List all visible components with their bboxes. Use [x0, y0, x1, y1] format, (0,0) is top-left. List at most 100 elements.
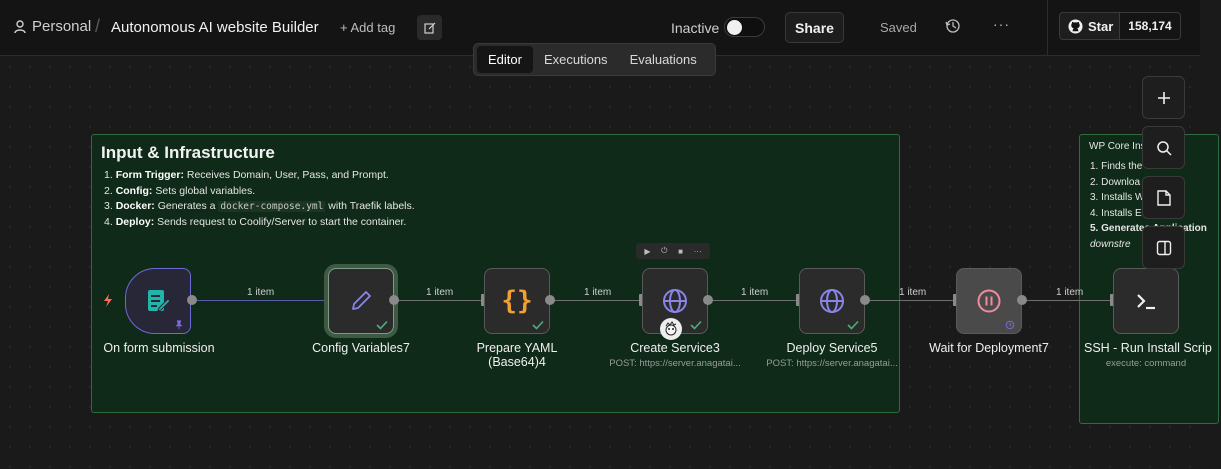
- github-icon: [1068, 18, 1083, 34]
- sticky-note-title: WP Core Ins n$$: [1089, 141, 1165, 152]
- connection-wire[interactable]: [870, 300, 955, 301]
- mascot-icon: [665, 321, 677, 336]
- success-check-icon: [376, 320, 388, 330]
- share-button[interactable]: Share: [785, 12, 844, 43]
- node-hover-toolbar: ▶ ⏻ ■ ···: [636, 243, 710, 259]
- tab-executions[interactable]: Executions: [543, 52, 608, 67]
- inline-code: docker-compose.yml: [218, 201, 326, 212]
- power-icon[interactable]: ⏻: [661, 246, 668, 255]
- sticky-note-item: 3. Docker: Generates a docker-compose.ym…: [104, 200, 415, 212]
- node-label: Deploy Service5: [786, 341, 878, 355]
- output-port[interactable]: [1017, 295, 1027, 305]
- trigger-lightning-icon: [104, 294, 112, 307]
- node-subtitle: POST: https://server.anagatai...: [609, 358, 741, 369]
- edit-icon: [423, 22, 435, 34]
- sticky-note-item: 1. Finds the Co: [1090, 161, 1158, 172]
- sticky-note-item: 4. Deploy: Sends request to Coolify/Serv…: [104, 215, 407, 228]
- edge-item-count: 1 item: [426, 287, 454, 298]
- add-node-button[interactable]: [1142, 76, 1185, 119]
- edge-item-count: 1 item: [899, 287, 927, 298]
- node-on-form-submission[interactable]: [125, 268, 191, 334]
- search-icon: [1156, 140, 1172, 156]
- node-wait-for-deployment[interactable]: [956, 268, 1022, 334]
- sticky-note-item: 1. Form Trigger: Receives Domain, User, …: [104, 169, 389, 181]
- node-subtitle: POST: https://server.anagatai...: [766, 358, 898, 369]
- output-port[interactable]: [389, 295, 399, 305]
- success-check-icon: [847, 320, 859, 330]
- sticky-note-item: 3. Installs W s Co: [1090, 192, 1168, 203]
- history-icon[interactable]: [945, 18, 961, 34]
- terminal-icon: [1137, 294, 1155, 310]
- node-config-variables[interactable]: [328, 268, 394, 334]
- node-label: SSH - Run Install Scrip: [1084, 341, 1212, 355]
- sticky-note-item: downstre: [1090, 238, 1131, 250]
- node-label: On form submission: [103, 341, 215, 355]
- tab-editor[interactable]: Editor: [477, 46, 533, 73]
- tab-evaluations[interactable]: Evaluations: [629, 52, 697, 67]
- connection-wire[interactable]: [197, 300, 325, 301]
- edge-item-count: 1 item: [1056, 287, 1084, 298]
- sticky-note-icon: [1156, 189, 1171, 206]
- connection-wire[interactable]: [713, 300, 797, 301]
- pause-icon: [977, 289, 1001, 313]
- sticky-note-item: 2. Downloa wp-: [1090, 176, 1159, 188]
- search-nodes-button[interactable]: [1142, 126, 1185, 169]
- plus-icon: [1157, 91, 1170, 104]
- pin-icon: [175, 320, 183, 330]
- output-port[interactable]: [187, 295, 197, 305]
- toggle-panel-button[interactable]: [1142, 226, 1185, 269]
- panel-icon: [1156, 240, 1171, 255]
- edit-workflow-button[interactable]: [417, 15, 442, 40]
- success-check-icon: [690, 320, 702, 330]
- user-icon: [14, 19, 26, 33]
- sticky-note-item: 4. Installs E Plu: [1090, 207, 1159, 219]
- github-star-button[interactable]: Star: [1059, 12, 1120, 40]
- output-port[interactable]: [545, 295, 555, 305]
- pencil-icon: [352, 291, 371, 310]
- play-icon[interactable]: ▶: [644, 246, 651, 256]
- breadcrumb-personal[interactable]: Personal: [14, 18, 91, 35]
- active-toggle[interactable]: [724, 17, 765, 37]
- connection-wire[interactable]: [398, 300, 482, 301]
- code-braces-icon: {}: [501, 286, 533, 316]
- edge-item-count: 1 item: [247, 287, 275, 298]
- collaborator-avatar: [660, 318, 682, 340]
- form-icon: [148, 290, 171, 312]
- node-deploy-service[interactable]: [799, 268, 865, 334]
- node-subtitle: execute: command: [1105, 358, 1187, 369]
- edge-item-count: 1 item: [584, 287, 612, 298]
- more-icon[interactable]: ···: [693, 246, 702, 256]
- globe-icon: [663, 289, 687, 313]
- breadcrumb-separator: /: [95, 16, 101, 36]
- add-sticky-note-button[interactable]: [1142, 176, 1185, 219]
- connection-wire[interactable]: [1027, 300, 1112, 301]
- node-prepare-yaml[interactable]: {}: [484, 268, 550, 334]
- node-label: Config Variables7: [312, 341, 410, 355]
- toggle-knob: [727, 20, 742, 35]
- active-status-label: Inactive: [671, 20, 720, 36]
- node-ssh-run-install-script[interactable]: [1113, 268, 1179, 334]
- view-tabs: Editor Executions Evaluations: [473, 43, 716, 76]
- sticky-note-title: Input & Infrastructure: [101, 143, 275, 162]
- output-port[interactable]: [860, 295, 870, 305]
- more-options-button[interactable]: ···: [993, 16, 1010, 32]
- header-divider: [1047, 0, 1048, 56]
- node-label: Prepare YAML (Base64)4: [476, 341, 558, 369]
- edge-item-count: 1 item: [741, 287, 769, 298]
- saved-status: Saved: [880, 20, 917, 35]
- sticky-note-item: 2. Config: Sets global variables.: [104, 184, 256, 197]
- trash-icon[interactable]: ■: [678, 246, 683, 256]
- output-port[interactable]: [703, 295, 713, 305]
- node-label: Create Service3: [630, 341, 720, 355]
- waiting-clock-icon: [1005, 320, 1015, 330]
- github-star-count[interactable]: 158,174: [1120, 12, 1181, 40]
- globe-icon: [820, 289, 844, 313]
- breadcrumb-personal-label: Personal: [32, 18, 92, 35]
- node-label: Wait for Deployment7: [929, 341, 1049, 355]
- sticky-note-list: 1. Form Trigger: Receives Domain, User, …: [104, 168, 415, 230]
- connection-wire[interactable]: [553, 300, 640, 301]
- github-star-label: Star: [1088, 18, 1114, 34]
- workflow-title[interactable]: Autonomous AI website Builder: [111, 19, 319, 36]
- success-check-icon: [532, 320, 544, 330]
- add-tag-button[interactable]: + Add tag: [340, 20, 396, 35]
